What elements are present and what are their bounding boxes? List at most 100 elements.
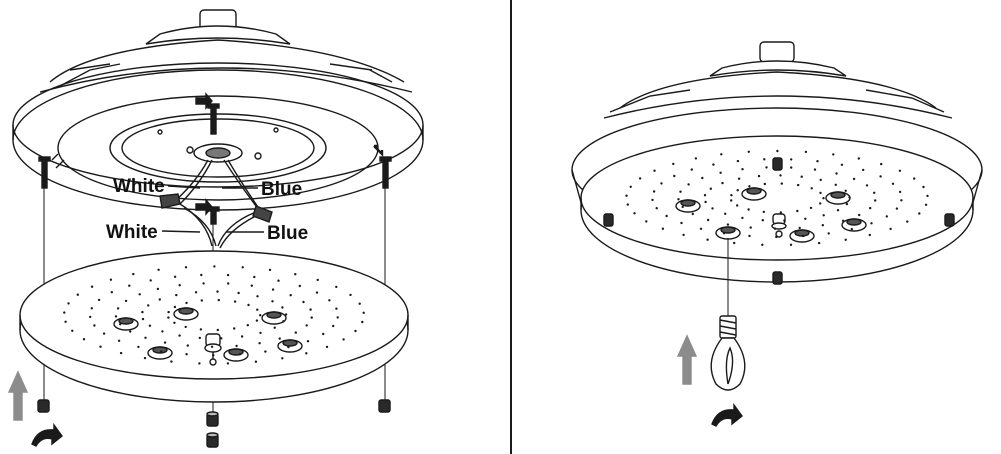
wiring-left bbox=[159, 159, 273, 249]
plate-dot bbox=[660, 182, 663, 185]
plate-dot bbox=[891, 182, 895, 185]
plate-dot bbox=[132, 272, 135, 276]
plate-dot bbox=[71, 329, 74, 332]
plate-dot bbox=[845, 202, 849, 206]
plate-dot bbox=[250, 284, 253, 287]
plate-dot bbox=[757, 174, 761, 178]
plate-dot bbox=[178, 284, 181, 287]
plate-dot bbox=[173, 275, 177, 278]
plate-dot bbox=[810, 187, 813, 190]
plate-dot bbox=[834, 183, 837, 186]
plate-dot bbox=[816, 160, 819, 163]
plate-dot bbox=[82, 338, 86, 341]
plate-dot bbox=[900, 199, 903, 202]
plate-dot bbox=[633, 212, 636, 215]
plate-dot bbox=[870, 222, 873, 225]
led-sockets-left bbox=[113, 307, 303, 366]
plate-dot bbox=[240, 335, 244, 338]
plate-dot bbox=[749, 226, 752, 229]
plate-dot bbox=[109, 278, 113, 281]
plate-dot bbox=[889, 227, 892, 231]
plate-dot bbox=[797, 183, 800, 187]
plate-dot bbox=[804, 217, 807, 220]
plate-dot bbox=[294, 331, 297, 334]
plate-dot bbox=[149, 279, 152, 282]
plate-dot bbox=[720, 153, 723, 156]
plate-dot bbox=[199, 328, 203, 331]
plate-dot bbox=[709, 187, 712, 190]
plate-dot bbox=[789, 243, 793, 246]
plate-dot bbox=[733, 241, 736, 245]
plate-dot bbox=[116, 307, 120, 310]
plate-dot bbox=[226, 273, 230, 277]
plate-dot bbox=[328, 299, 331, 302]
plate-dot bbox=[358, 302, 361, 305]
plate-dot bbox=[237, 291, 240, 295]
plate-dot bbox=[148, 324, 152, 327]
plate-dot bbox=[119, 351, 123, 355]
plate-dot bbox=[254, 360, 258, 363]
plate-dot bbox=[922, 185, 925, 189]
plate-dot bbox=[158, 298, 161, 301]
plate-dot bbox=[298, 284, 301, 288]
plate-dot bbox=[687, 183, 690, 186]
plate-dot bbox=[653, 169, 656, 172]
plate-dot bbox=[661, 227, 665, 230]
plate-dot bbox=[765, 166, 768, 169]
plate-dot bbox=[322, 332, 325, 336]
plate-dot bbox=[626, 203, 629, 206]
plate-dot bbox=[114, 315, 118, 318]
plate-dot bbox=[253, 275, 256, 279]
plate-dot bbox=[813, 168, 817, 171]
plate-dot bbox=[316, 278, 319, 282]
plate-dot bbox=[722, 232, 726, 235]
plate-dot bbox=[184, 266, 188, 269]
plate-dot bbox=[93, 324, 96, 327]
plate-dot bbox=[167, 310, 170, 314]
plate-dot bbox=[645, 220, 648, 223]
plate-dot bbox=[129, 330, 132, 333]
plate-dot bbox=[309, 308, 312, 311]
plate-dot bbox=[869, 206, 872, 210]
plate-dot bbox=[691, 212, 694, 216]
fan-canopy-left bbox=[39, 9, 413, 93]
plate-dot bbox=[233, 300, 237, 303]
plate-dot bbox=[625, 194, 628, 197]
panel-left-step bbox=[7, 9, 424, 448]
plate-dot bbox=[832, 153, 835, 156]
plate-dot bbox=[706, 218, 710, 222]
plate-dot bbox=[247, 303, 250, 307]
plate-dot bbox=[200, 273, 203, 277]
plate-dot bbox=[220, 337, 223, 340]
plate-dot bbox=[305, 352, 308, 355]
plate-dot bbox=[836, 209, 840, 212]
plate-dot bbox=[271, 288, 275, 291]
plate-dot bbox=[779, 211, 782, 214]
plate-dot bbox=[306, 340, 310, 343]
plate-dot bbox=[724, 212, 727, 215]
plate-dot bbox=[736, 159, 740, 163]
plate-dot bbox=[278, 337, 281, 340]
plate-dot bbox=[97, 298, 101, 302]
plate-dot bbox=[730, 199, 733, 202]
plate-dot bbox=[858, 213, 861, 217]
plate-dot bbox=[157, 268, 160, 271]
plate-dot bbox=[64, 320, 67, 323]
plate-dot bbox=[844, 238, 847, 241]
plate-dot bbox=[850, 227, 853, 231]
screw-arrow-icon bbox=[195, 92, 213, 110]
plate-dot bbox=[110, 291, 114, 294]
plate-dot bbox=[835, 172, 838, 175]
plate-dot bbox=[761, 243, 764, 246]
plate-dot bbox=[90, 285, 94, 288]
plate-dot bbox=[748, 185, 751, 188]
plate-dot bbox=[862, 168, 865, 172]
plate-dot bbox=[141, 317, 145, 321]
plate-dot bbox=[736, 204, 739, 207]
plate-dot bbox=[167, 316, 170, 319]
plate-dot bbox=[848, 196, 851, 199]
plate-dot bbox=[868, 233, 871, 237]
plate-dot bbox=[256, 295, 259, 298]
plate-dot bbox=[879, 175, 882, 178]
plate-dot bbox=[822, 197, 825, 200]
